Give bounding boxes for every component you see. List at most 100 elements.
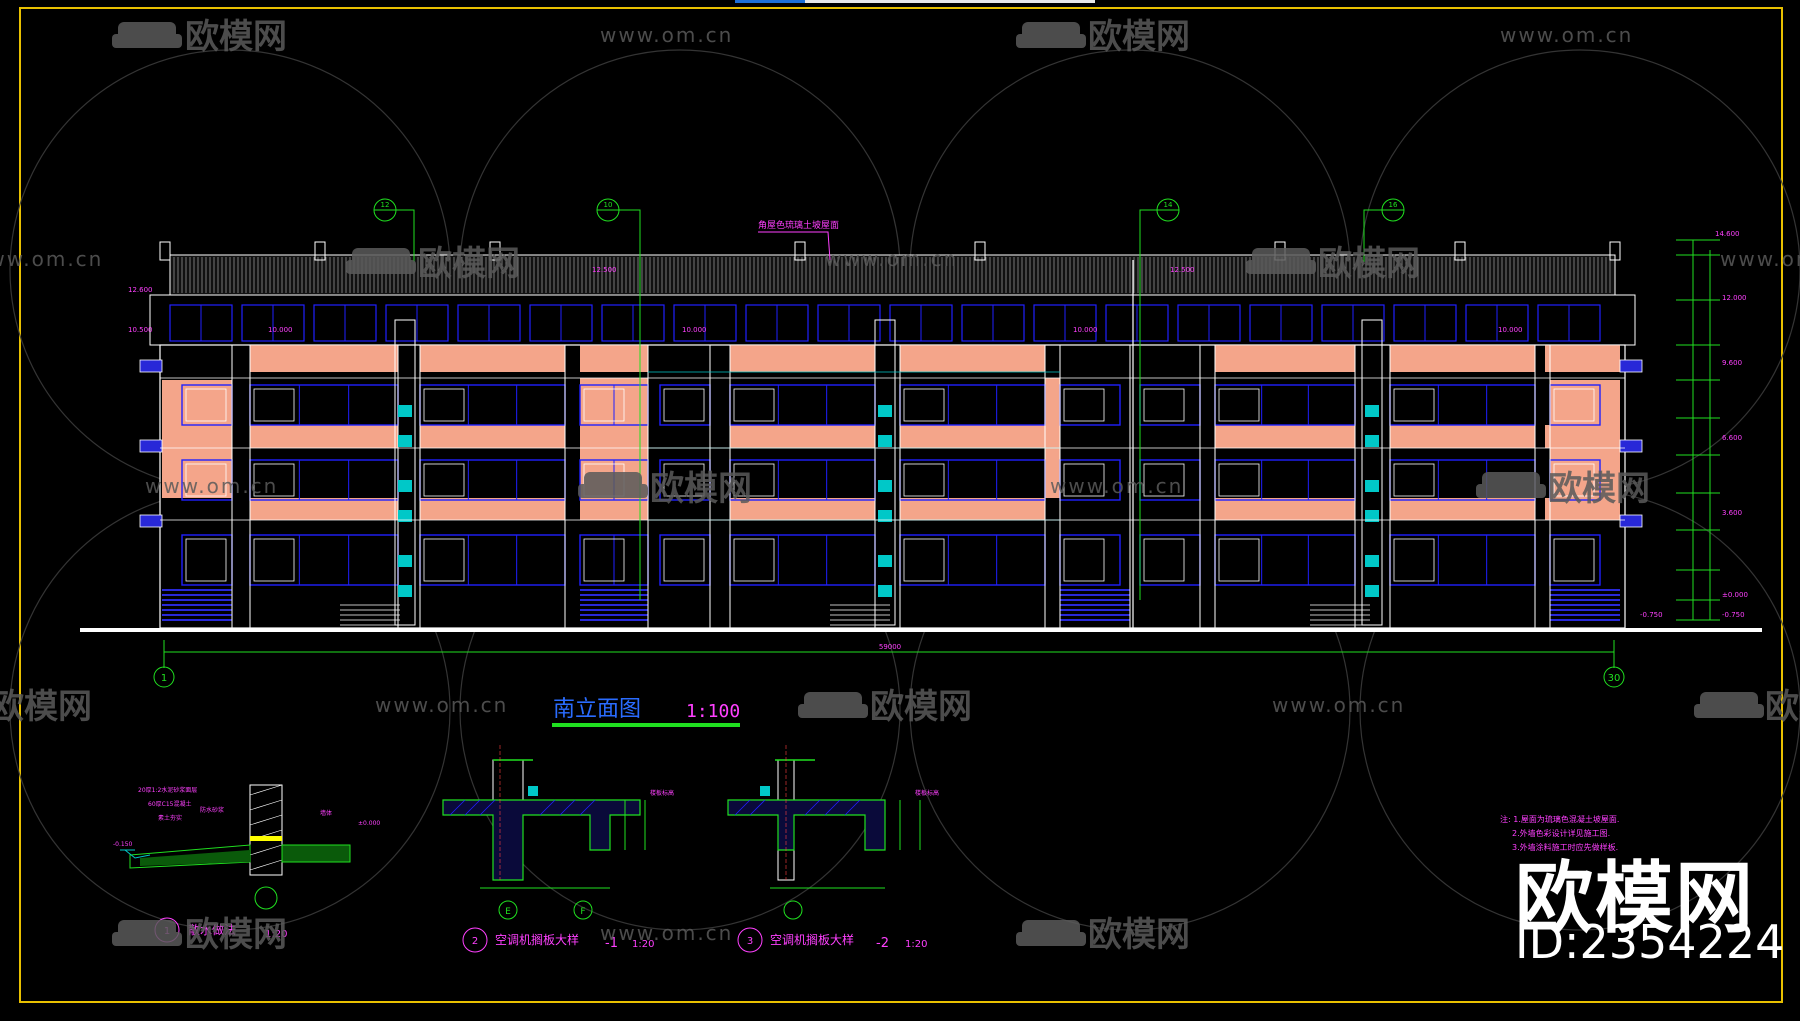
- window-frame: [663, 388, 705, 422]
- window-frame: [1218, 388, 1260, 422]
- parapet-post: [489, 241, 501, 261]
- level-label: 10.000: [1498, 326, 1523, 334]
- detail1-title: 散水做法: [188, 922, 236, 937]
- watermark-brand: 欧模网: [0, 687, 92, 727]
- ac-unit: [878, 510, 892, 522]
- level-label: 10.500: [128, 326, 153, 334]
- south-elevation: [139, 241, 1643, 629]
- detail2-section-label: 楼板标高: [650, 789, 674, 797]
- window-frame: [423, 538, 465, 582]
- balcony-rail: [139, 439, 163, 453]
- ac-unit: [398, 405, 412, 417]
- window-frame: [253, 388, 295, 422]
- watermark-url: www.om.cn: [1720, 247, 1800, 271]
- level-label: 10.000: [682, 326, 707, 334]
- level-label: 10.000: [1073, 326, 1098, 334]
- watermark-url: www.om.cn: [825, 247, 958, 271]
- salmon-band: [1390, 425, 1535, 448]
- ac-unit: [878, 435, 892, 447]
- ac-unit: [1365, 585, 1379, 597]
- parapet-post: [159, 241, 171, 261]
- parapet-post: [794, 241, 806, 261]
- ac-unit: [398, 555, 412, 567]
- detail3-section-label: 楼板标高: [915, 789, 939, 797]
- watermark-url: www.om.cn: [600, 23, 733, 47]
- window-frame: [185, 463, 227, 497]
- salmon-band: [1215, 498, 1355, 520]
- salmon-band: [420, 498, 565, 520]
- detail2-scale: 1:20: [632, 939, 654, 950]
- note-line: 2.外墙色彩设计详见施工图.: [1512, 828, 1610, 838]
- ac-unit: [398, 435, 412, 447]
- window-frame: [733, 463, 775, 497]
- window-frame: [253, 463, 295, 497]
- parapet-post: [314, 241, 326, 261]
- parapet-post: [974, 241, 986, 261]
- balcony-rail: [139, 359, 163, 373]
- brand-logo-text: 欧模网: [1515, 854, 1756, 944]
- level-label: 14.600: [1715, 230, 1740, 238]
- window-frame: [1553, 463, 1595, 497]
- salmon-band: [730, 498, 875, 520]
- roof-callout: 角屋色琉璃土坡屋面: [758, 219, 839, 231]
- window-frame: [903, 388, 945, 422]
- ac-unit: [878, 480, 892, 492]
- drawing-title: 南立面图: [553, 697, 641, 722]
- window-frame: [1218, 463, 1260, 497]
- drawing-frame: [19, 7, 1783, 1003]
- watermark-brand: 欧模网: [1088, 915, 1190, 955]
- window-tab-indicator: [805, 0, 1095, 3]
- svg-text:10: 10: [604, 201, 613, 209]
- callout-marker: 12: [373, 198, 415, 262]
- detail-apron: 20厚1:2水泥砂浆面层 60厚C15混凝土 素土夯实 防水砂浆 -0.150 …: [113, 784, 380, 943]
- watermark-brand: 欧模网: [1548, 469, 1650, 509]
- detail1-level: -0.150: [113, 841, 133, 848]
- detail-ac-shelf-2: 楼板标高 3 空调机搁板大样 -2 1:20: [727, 745, 939, 953]
- salmon-band: [900, 345, 1045, 372]
- note-line: 注: 1.屋面为琉璃色混凝土坡屋面.: [1500, 814, 1619, 824]
- level-label: 12.500: [1170, 266, 1195, 274]
- callout-marker: 14: [1139, 198, 1180, 600]
- watermark-brand: 欧模网: [418, 244, 520, 284]
- ac-unit: [398, 510, 412, 522]
- salmon-band: [1545, 498, 1620, 520]
- axis-label-left: 1: [161, 673, 167, 684]
- watermark-brand: 欧模网: [185, 915, 287, 955]
- detail1-level: ±0.000: [358, 820, 380, 827]
- window-frame: [903, 463, 945, 497]
- salmon-band: [1545, 345, 1620, 372]
- level-label: -0.750: [1640, 611, 1663, 619]
- detail2-axis: E: [505, 907, 511, 917]
- window-frame: [253, 538, 295, 582]
- watermark-url: www.om.cn: [600, 921, 733, 945]
- salmon-end-wall: [1550, 380, 1620, 498]
- watermark-brand: 欧模网: [1318, 244, 1420, 284]
- level-labels-left: 12.600 10.500 12.500 12.500 10.000 10.00…: [128, 266, 1523, 334]
- ac-unit: [1365, 435, 1379, 447]
- detail2-title: 空调机搁板大样: [495, 932, 579, 947]
- salmon-band: [730, 345, 875, 372]
- level-label: 12.000: [1722, 294, 1747, 302]
- watermark-brand: 欧模网: [1765, 687, 1800, 727]
- level-label: 10.000: [268, 326, 293, 334]
- window-frame: [1143, 463, 1185, 497]
- salmon-band: [730, 425, 875, 448]
- stair-shaft: [1361, 319, 1383, 626]
- salmon-band: [1390, 345, 1535, 372]
- svg-text:16: 16: [1389, 201, 1398, 209]
- watermark-url: www.om.cn: [375, 693, 508, 717]
- salmon-band: [580, 345, 648, 372]
- watermark-url: www.om.cn: [145, 474, 278, 498]
- watermarks: 欧模网 www.om.cn 欧模网 www.om.cn www.om.cn 欧模…: [0, 17, 1800, 955]
- detail3-num: 3: [747, 936, 753, 947]
- level-label: 3.600: [1722, 509, 1742, 517]
- window-frame: [733, 388, 775, 422]
- salmon-band: [250, 425, 398, 448]
- window-frame: [1393, 388, 1435, 422]
- ac-unit: [1365, 555, 1379, 567]
- salmon-band: [900, 498, 1045, 520]
- detail-ac-shelf-1: E F 楼板标高 2 空调机搁板大样 -1 1:20: [442, 745, 674, 953]
- watermark-url: www.om.cn: [0, 247, 103, 271]
- callout-markers: 12 10 14 16: [373, 198, 1405, 600]
